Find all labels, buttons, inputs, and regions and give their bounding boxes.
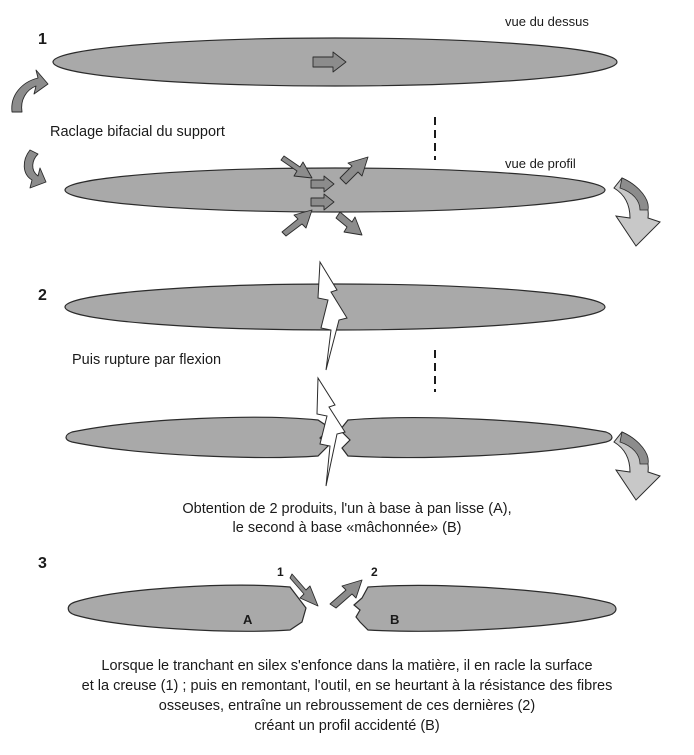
top-view-label: vue du dessus [505,14,589,29]
blade-step2-left-half [66,417,330,457]
piece-b-label: B [390,612,399,627]
step-1-number: 1 [38,31,47,48]
piece-a-label: A [243,612,253,627]
rotate-arrow-left-up [12,70,48,112]
arrow-1-label: 1 [277,565,284,579]
scraping-label: Raclage bifacial du support [50,124,225,140]
rotate-arrow-left-down [24,150,46,188]
scrape-arrow-out-bottom [336,212,362,235]
caption-line-2: et la creuse (1) ; puis en remontant, l'… [82,678,613,694]
caption-line-3: osseuses, entraîne un rebroussement de c… [159,698,535,714]
step-3-number: 3 [38,555,47,572]
scrape-arrow-in-bottom [282,210,312,236]
arrow-2-label: 2 [371,565,378,579]
side-view-label: vue de profil [505,156,576,171]
caption-line-4: créant un profil accidenté (B) [254,718,439,734]
step-2-number: 2 [38,287,47,304]
result-line-1: Obtention de 2 produits, l'un à base à p… [182,501,511,517]
rupture-label: Puis rupture par flexion [72,352,221,368]
blade-profile-view [65,168,605,212]
blade-step2-right-half [340,418,612,458]
result-line-2: le second à base «mâchonnée» (B) [233,520,462,536]
piece-a [68,585,306,631]
caption-line-1: Lorsque le tranchant en silex s'enfonce … [101,658,592,674]
